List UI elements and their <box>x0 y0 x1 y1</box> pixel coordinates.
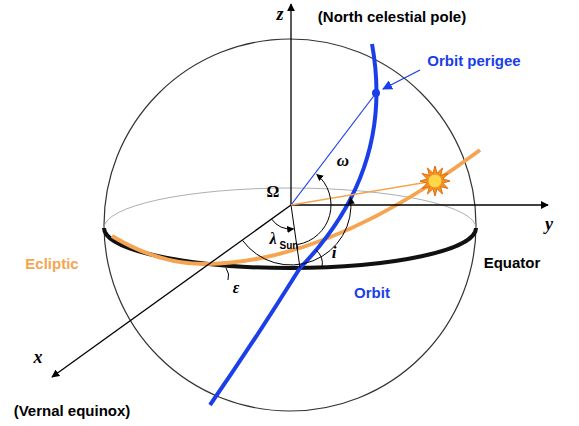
perigee-line <box>291 93 376 205</box>
z-axis <box>290 4 291 205</box>
equator-line <box>104 228 476 268</box>
sun-symbol <box>420 166 450 196</box>
ecliptic-line <box>112 150 480 264</box>
y-axis <box>291 204 548 205</box>
angle-symbol: i <box>332 244 337 261</box>
inclination-arc <box>316 250 322 267</box>
axis-label: z <box>276 5 283 23</box>
obliquity-arc <box>226 268 229 280</box>
axis-label: x <box>34 348 43 366</box>
orbit-line <box>210 44 376 405</box>
angle-symbol: λ <box>269 231 276 247</box>
angle-symbol: Ω <box>267 184 280 200</box>
raan-arc <box>272 219 294 229</box>
perigee-arc <box>298 174 331 244</box>
pole-label: (North celestial pole) <box>318 9 466 24</box>
equator-back <box>104 188 476 228</box>
equinox-label: (Vernal equinox) <box>14 403 131 418</box>
perigee-dot <box>372 89 380 97</box>
ecliptic-label: Ecliptic <box>25 256 78 271</box>
sun-line <box>291 182 428 205</box>
orbit-label: Orbit <box>354 285 390 300</box>
perigee-label: Orbit perigee <box>427 53 520 68</box>
equator-label: Equator <box>484 255 541 270</box>
sun-longitude-arc <box>242 198 351 265</box>
perigee-pointer <box>383 70 420 89</box>
angle-symbol: ω <box>337 152 349 169</box>
sun-rays <box>420 166 450 196</box>
sun-disc <box>428 174 442 188</box>
angle-subscript: Sun <box>280 241 299 251</box>
x-axis <box>52 205 291 377</box>
angle-symbol: ε <box>233 280 240 296</box>
sphere-outline <box>104 39 476 411</box>
node-line <box>291 205 300 268</box>
axis-label: y <box>545 215 553 233</box>
